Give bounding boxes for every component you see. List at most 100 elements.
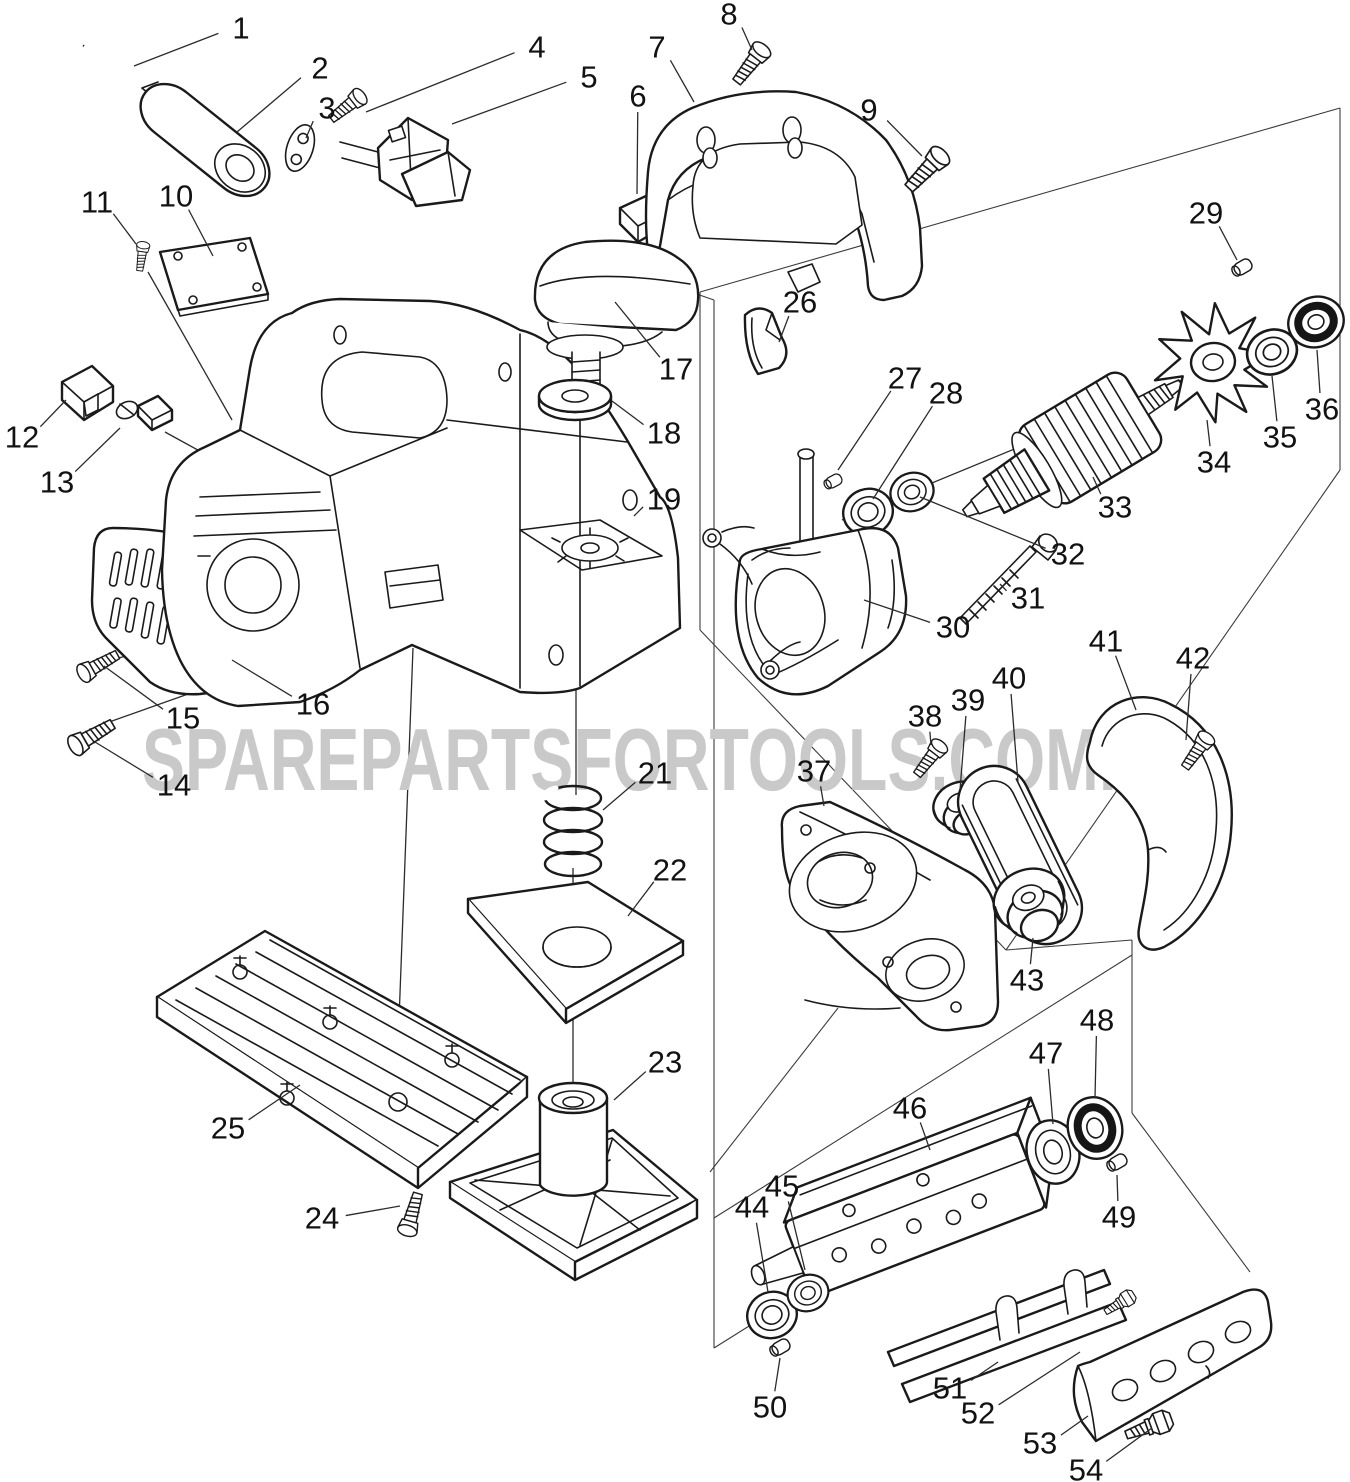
part-label-28: 28 [929,376,963,411]
part-label-12: 12 [5,420,39,455]
part-label-6: 6 [629,79,646,114]
leader-line-31 [999,583,1008,592]
leader-line-29 [1218,226,1238,261]
part-label-25: 25 [211,1111,245,1146]
leader-line-27 [837,390,892,471]
leader-line-43 [1029,937,1034,965]
part-label-53: 53 [1023,1426,1057,1461]
leader-line-50 [774,1357,781,1392]
part-12-connector [60,364,115,422]
part-label-39: 39 [951,683,985,718]
part-label-3: 3 [318,91,335,126]
leader-line-45 [787,1201,806,1271]
part-label-42: 42 [1176,641,1210,676]
part-27-pin [821,471,845,492]
part-43-pulley [992,867,1066,943]
part-33-armature [961,371,1184,518]
part-37-gear-housing [780,800,1000,1032]
part-48-bearing [1066,1096,1124,1160]
leader-line-49 [1116,1174,1119,1202]
part-24-screw [395,1189,429,1240]
part-label-23: 23 [648,1045,682,1080]
leader-line-48 [1094,1035,1098,1099]
part-label-36: 36 [1305,392,1339,427]
part-label-29: 29 [1189,196,1223,231]
part-label-40: 40 [992,661,1026,696]
leader-line-6 [636,111,639,195]
part-label-11: 11 [81,185,113,220]
leader-line-35 [1271,375,1278,422]
leader-line-23 [613,1071,647,1101]
part-9-screw [899,142,954,198]
leader-line-38 [929,731,932,746]
part-26-brush-cap [743,307,788,376]
leader-line-4 [365,52,515,113]
leader-line-7 [669,59,695,103]
part-11-screw [132,240,151,273]
leader-line-25 [248,1084,301,1121]
leader-line-41 [1114,655,1137,711]
leader-line-36 [1316,349,1321,394]
leader-line-9 [886,120,923,157]
part-3-flange [284,124,316,172]
leader-line-34 [1206,419,1211,447]
part-29-pin [1228,256,1255,280]
part-13-terminal [115,394,174,432]
part-label-38: 38 [908,699,942,734]
leader-line-18 [611,400,644,426]
part-17-knob [533,239,700,414]
leader-line-42 [1185,673,1192,741]
part-label-27: 27 [888,361,922,396]
part-label-41: 41 [1089,624,1123,659]
leader-line-8 [741,27,753,51]
part-label-24: 24 [305,1201,339,1236]
leader-line-13 [74,427,121,473]
leader-line-12 [39,399,67,428]
part-label-5: 5 [580,60,597,95]
part-19-main-housing [160,297,682,708]
part-31-bolt [959,533,1059,625]
part-label-54: 54 [1069,1453,1103,1482]
part-label-18: 18 [647,416,681,451]
part-label-26: 26 [783,285,817,320]
part-22-plate [466,880,685,1025]
leader-line-16 [231,659,293,697]
leader-line-33 [1092,476,1102,495]
leader-line-1 [133,32,219,67]
leader-line-54 [1105,1427,1153,1462]
part-30-field [702,448,908,696]
part-53-drum-cover [1072,1288,1273,1443]
part-label-21: 21 [638,756,672,791]
leader-line-14 [94,741,154,778]
part-label-46: 46 [893,1091,927,1126]
part-47-washer [1025,1119,1081,1185]
leader-line-3 [305,120,314,139]
leader-line-15 [103,665,164,710]
leader-line-52 [998,1351,1081,1406]
part-50-pin [766,1336,793,1360]
leader-line-5 [451,81,567,125]
part-label-32: 32 [1051,537,1085,572]
part-label-17: 17 [659,352,693,387]
part-label-30: 30 [936,610,970,645]
part-34-fan [1153,301,1272,424]
part-label-35: 35 [1263,420,1297,455]
part-label-10: 10 [159,179,193,214]
part-label-16: 16 [296,687,330,722]
leader-line-11 [112,213,137,245]
part-label-7: 7 [648,30,665,65]
part-label-14: 14 [157,768,191,803]
part-label-37: 37 [797,754,831,789]
part-label-4: 4 [528,30,545,65]
part-label-8: 8 [720,0,737,32]
part-label-15: 15 [166,701,200,736]
leader-line-2 [236,77,302,133]
part-label-2: 2 [311,51,328,86]
leader-line-21 [602,781,636,811]
watermark-text: SPAREPARTSFORTOOLS.COM.AU [142,710,1210,809]
leader-line-40 [1010,693,1019,783]
leader-line-46 [919,1122,931,1151]
